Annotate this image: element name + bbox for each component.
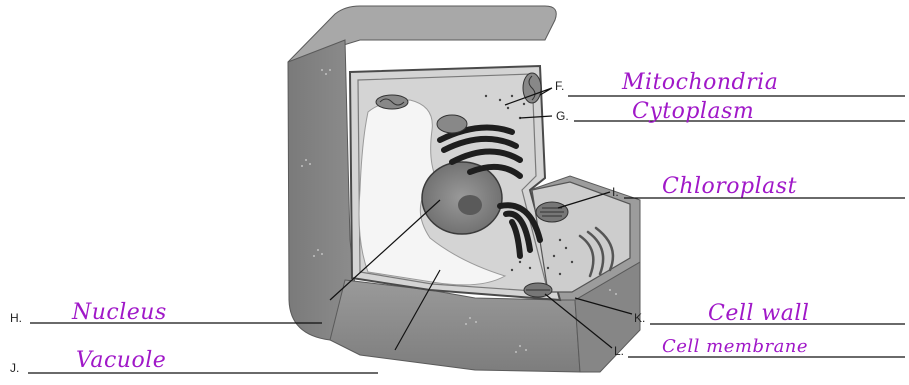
label-letter-g: G.	[556, 109, 569, 123]
answer-cell-wall: Cell wall	[708, 301, 810, 326]
endoplasmic-reticulum-upper	[437, 124, 523, 179]
leader-line-l	[544, 293, 613, 349]
answer-chloroplast: Chloroplast	[662, 174, 797, 199]
label-letter-f: F.	[555, 79, 565, 93]
vacuole	[358, 99, 507, 286]
leader-lines	[329, 87, 633, 351]
cell-wall-top-face	[287, 5, 557, 63]
answer-blanks	[28, 95, 905, 374]
leader-line-h	[329, 199, 441, 301]
leader-line-g	[519, 115, 553, 119]
label-letter-i: I.	[612, 185, 619, 199]
label-letter-k: K.	[634, 311, 646, 325]
leader-line-j	[394, 269, 441, 351]
leader-line-i	[557, 191, 611, 209]
answer-nucleus: Nucleus	[72, 300, 167, 325]
endoplasmic-reticulum-lower	[497, 202, 543, 259]
golgi-apparatus	[578, 226, 615, 278]
mitochondria	[375, 72, 542, 134]
answer-mitochondria: Mitochondria	[622, 70, 779, 95]
leader-line-k	[574, 297, 633, 315]
cell-wall-texture	[301, 69, 617, 353]
nucleolus	[458, 195, 482, 215]
answer-cell-membrane: Cell membrane	[662, 336, 809, 357]
answer-vacuole: Vacuole	[76, 348, 167, 373]
label-letter-j: J.	[10, 361, 20, 375]
answer-cytoplasm: Cytoplasm	[632, 99, 755, 124]
leader-line-f	[504, 87, 553, 106]
label-letter-l: L.	[614, 344, 625, 358]
label-letter-h: H.	[10, 311, 22, 325]
